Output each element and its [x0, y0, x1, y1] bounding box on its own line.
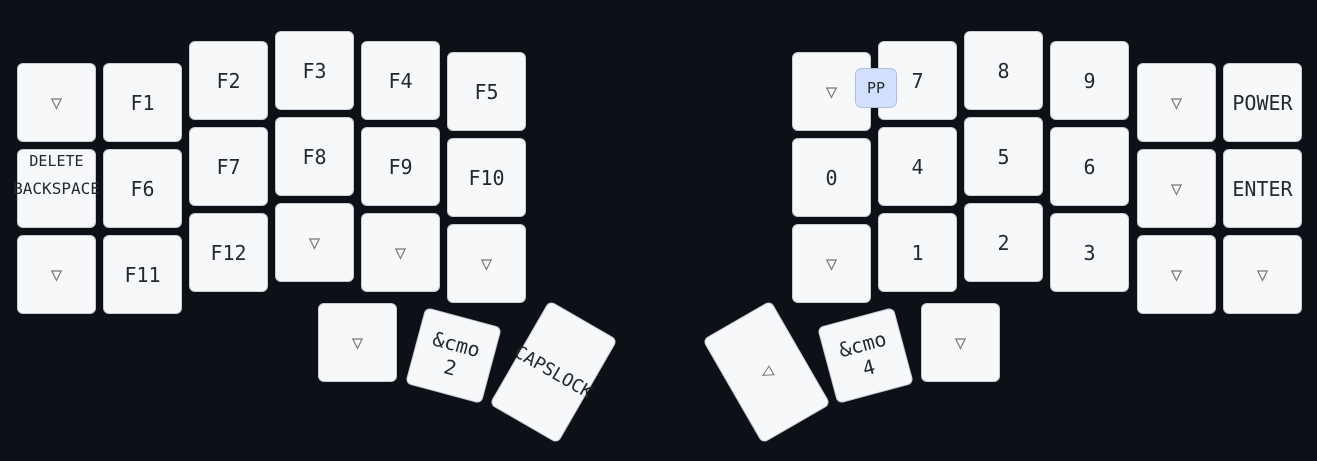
transparent-icon: ▽ — [50, 263, 63, 286]
key-label: F2 — [216, 68, 241, 93]
transparent-icon: ▽ — [394, 241, 407, 264]
key-label: F9 — [388, 154, 413, 179]
key-label: F5 — [474, 79, 499, 104]
key-trans[interactable]: ▽ — [1137, 149, 1216, 228]
transparent-icon: ▽ — [1170, 91, 1183, 114]
key-label: 1 — [911, 240, 924, 265]
key-label: 6 — [1083, 154, 1096, 179]
key-6[interactable]: 6 — [1050, 127, 1129, 206]
key-label: 0 — [825, 165, 838, 190]
key-label: 5 — [997, 144, 1010, 169]
transparent-icon: ▽ — [480, 252, 493, 275]
key-trans[interactable]: ▽ — [447, 224, 526, 303]
thumb-key-trans[interactable]: ▽ — [318, 303, 397, 382]
thumb-key-capslock[interactable]: CAPSLOCK — [489, 300, 618, 444]
key-f12[interactable]: F12 — [189, 213, 268, 292]
key-3[interactable]: 3 — [1050, 213, 1129, 292]
key-f5[interactable]: F5 — [447, 52, 526, 131]
transparent-icon: ▽ — [1170, 177, 1183, 200]
key-backspace-delete[interactable]: DELETE BACKSPACE — [13, 149, 100, 228]
key-f6[interactable]: F6 — [103, 149, 182, 228]
key-label: 3 — [1083, 240, 1096, 265]
thumb-key-trans[interactable]: ▽ — [921, 303, 1000, 382]
key-label: F11 — [124, 262, 161, 287]
transparent-icon: ▽ — [351, 331, 364, 354]
key-f9[interactable]: F9 — [361, 127, 440, 206]
hold-label: DELETE — [29, 152, 84, 170]
key-f11[interactable]: F11 — [103, 235, 182, 314]
transparent-icon: ▽ — [308, 231, 321, 254]
transparent-icon: ▽ — [825, 80, 838, 103]
key-8[interactable]: 8 — [964, 31, 1043, 110]
transparent-icon: ▽ — [954, 331, 967, 354]
key-label: 4 — [911, 154, 924, 179]
key-label: 8 — [997, 58, 1010, 83]
key-trans[interactable]: ▽ — [17, 63, 96, 142]
key-label: F4 — [388, 68, 413, 93]
key-trans[interactable]: ▽ — [1137, 235, 1216, 314]
key-label: ENTER — [1232, 176, 1293, 201]
key-trans[interactable]: ▽ — [1137, 63, 1216, 142]
key-2[interactable]: 2 — [964, 203, 1043, 282]
key-label: F7 — [216, 154, 241, 179]
key-label-line2: 4 — [859, 353, 878, 381]
key-f3[interactable]: F3 — [275, 31, 354, 110]
key-label: 7 — [911, 68, 924, 93]
combo-pp[interactable]: PP — [855, 68, 897, 108]
key-label-line2: 2 — [441, 353, 460, 381]
key-enter[interactable]: ENTER — [1223, 149, 1302, 228]
thumb-key-left-arrow[interactable]: ◁ — [702, 300, 831, 444]
combo-label: PP — [866, 79, 886, 97]
key-label: CAPSLOCK — [510, 341, 597, 403]
left-triangle-icon: ◁ — [756, 359, 777, 385]
transparent-icon: ▽ — [1170, 263, 1183, 286]
transparent-icon: ▽ — [825, 252, 838, 275]
key-f4[interactable]: F4 — [361, 41, 440, 120]
key-f7[interactable]: F7 — [189, 127, 268, 206]
key-label: F12 — [210, 240, 247, 265]
key-4[interactable]: 4 — [878, 127, 957, 206]
key-trans[interactable]: ▽ — [1223, 235, 1302, 314]
key-1[interactable]: 1 — [878, 213, 957, 292]
key-label: F1 — [130, 90, 155, 115]
key-power[interactable]: POWER — [1223, 63, 1302, 142]
key-trans[interactable]: ▽ — [275, 203, 354, 282]
key-label: 9 — [1083, 68, 1096, 93]
key-trans[interactable]: ▽ — [361, 213, 440, 292]
key-label: F8 — [302, 144, 327, 169]
key-f10[interactable]: F10 — [447, 138, 526, 217]
key-label: POWER — [1232, 90, 1293, 115]
key-label: 2 — [997, 230, 1010, 255]
key-label: F3 — [302, 58, 327, 83]
key-0[interactable]: 0 — [792, 138, 871, 217]
key-label: F6 — [130, 176, 155, 201]
key-f8[interactable]: F8 — [275, 117, 354, 196]
key-trans[interactable]: ▽ — [792, 224, 871, 303]
transparent-icon: ▽ — [50, 91, 63, 114]
key-label: F10 — [468, 165, 505, 190]
key-5[interactable]: 5 — [964, 117, 1043, 196]
tap-label: BACKSPACE — [13, 179, 100, 198]
key-9[interactable]: 9 — [1050, 41, 1129, 120]
key-f1[interactable]: F1 — [103, 63, 182, 142]
key-trans[interactable]: ▽ — [17, 235, 96, 314]
transparent-icon: ▽ — [1256, 263, 1269, 286]
key-f2[interactable]: F2 — [189, 41, 268, 120]
